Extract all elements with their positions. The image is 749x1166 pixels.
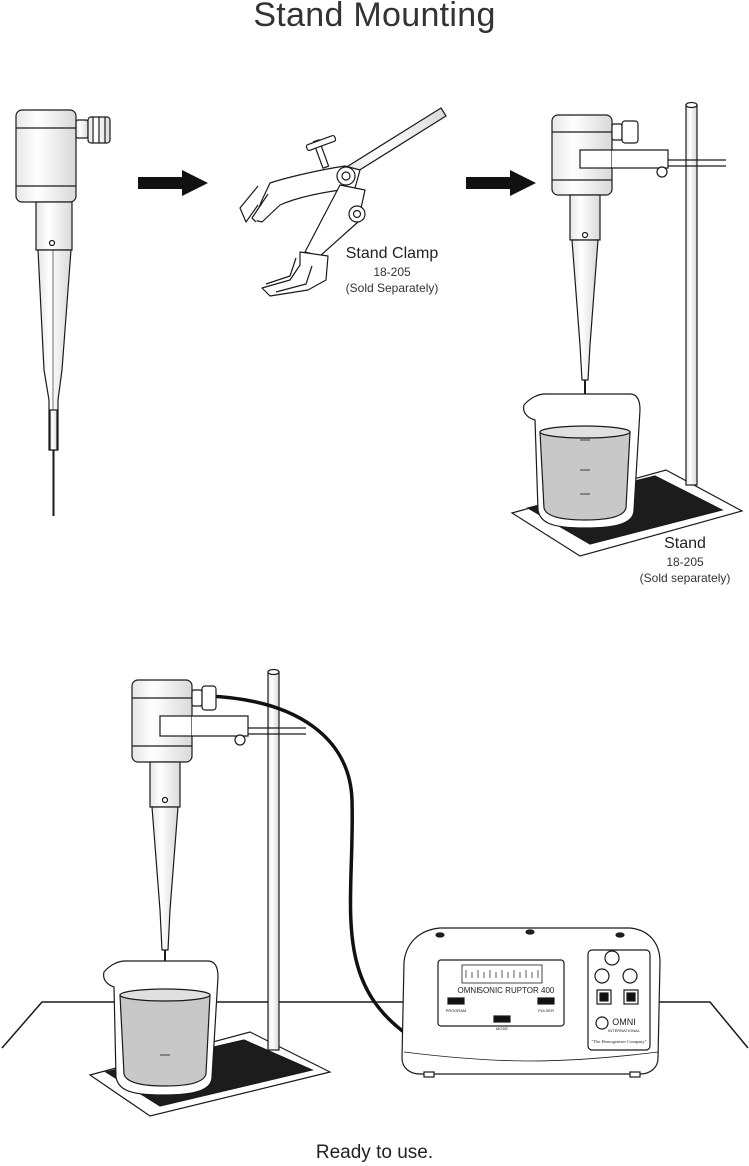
- beaker-liquid: [119, 994, 211, 1087]
- stand-label-note: (Sold separately): [639, 571, 731, 585]
- clamp-label-name: Stand Clamp: [345, 245, 439, 262]
- display-scale: [465, 970, 539, 978]
- device-brand-text: OMNI: [458, 986, 479, 995]
- beaker-liquid: [539, 431, 631, 521]
- arrow-icon: [466, 170, 536, 196]
- stand-label-name: Stand: [664, 535, 706, 552]
- arrow-icon: [138, 170, 208, 196]
- clamp-label-part: 18-205: [373, 265, 411, 279]
- stand-clamp-illustration: [239, 107, 447, 297]
- mounted-assembly-step3: [510, 101, 744, 557]
- homogenizer-probe-step1: [15, 109, 111, 516]
- device-center-button-label: MODE: [496, 1026, 508, 1031]
- device-tagline: "The Homogenizer Company": [592, 1039, 647, 1044]
- device-right-button-label: PULSER: [538, 1008, 554, 1013]
- knob-top: [604, 950, 620, 966]
- stand-rod: [267, 671, 280, 1051]
- ready-caption: Ready to use.: [315, 1142, 434, 1163]
- device-badge-text: OMNI: [612, 1017, 636, 1027]
- device-model-text: SONIC RUPTOR 400: [478, 986, 555, 995]
- page-title: Stand Mounting: [253, 0, 496, 34]
- device-badge-subtext: INTERNATIONAL: [608, 1028, 640, 1033]
- device-left-button-label: PROGRAM: [446, 1008, 467, 1013]
- knob-left: [594, 968, 610, 984]
- power-cable: [207, 694, 410, 1037]
- stand-label-part: 18-205: [666, 555, 704, 569]
- stand-rod: [685, 104, 698, 486]
- omni-logo-icon: [595, 1016, 609, 1030]
- clamp-label-note: (Sold Separately): [345, 281, 439, 295]
- knob-right: [622, 968, 638, 984]
- ready-setup: [1, 668, 749, 1117]
